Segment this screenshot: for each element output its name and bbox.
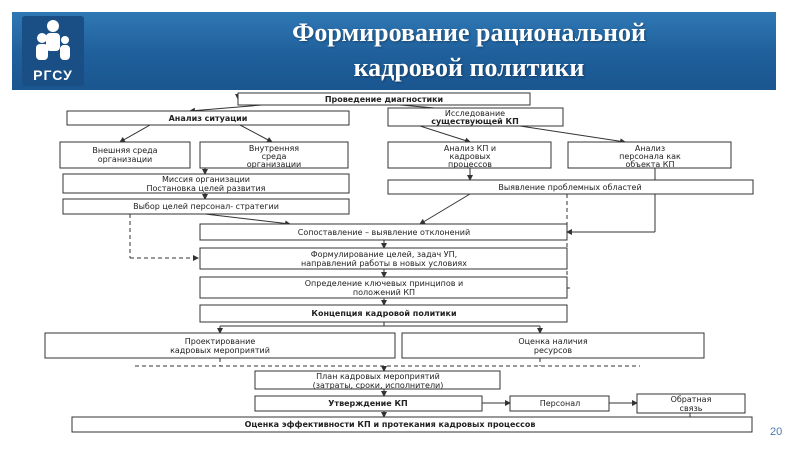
svg-text:кадровых мероприятий: кадровых мероприятий <box>170 346 270 355</box>
svg-text:среда: среда <box>262 152 287 161</box>
node-approval: Утверждение КП <box>254 395 483 412</box>
svg-text:Утверждение КП: Утверждение КП <box>328 399 407 408</box>
header-banner: РГСУ Формирование рациональной кадровой … <box>12 12 776 90</box>
dashed-connectors <box>129 194 640 372</box>
svg-text:существующей КП: существующей КП <box>431 117 519 126</box>
node-mission: Миссия организации Постановка целей разв… <box>62 173 350 194</box>
svg-text:Проведение диагностики: Проведение диагностики <box>325 95 443 104</box>
svg-text:организации: организации <box>98 155 153 164</box>
node-research: Исследование существующей КП <box>387 107 564 127</box>
node-problems: Выявление проблемных областей <box>387 179 754 195</box>
svg-text:Анализ КП и: Анализ КП и <box>444 144 496 153</box>
svg-text:Концепция кадровой политики: Концепция кадровой политики <box>311 309 456 318</box>
node-staff-analysis: Анализ персонала как объекта КП <box>567 141 732 169</box>
people-icon <box>36 20 70 60</box>
node-feedback: Обратная связь <box>636 393 746 414</box>
rgsu-logo: РГСУ <box>22 16 84 86</box>
svg-text:Персонал: Персонал <box>540 399 581 408</box>
node-diagnostics: Проведение диагностики <box>237 92 531 106</box>
svg-text:Выявление проблемных областей: Выявление проблемных областей <box>498 183 641 192</box>
svg-text:Анализ: Анализ <box>635 144 665 153</box>
svg-text:План кадровых мероприятий: План кадровых мероприятий <box>316 372 440 381</box>
svg-text:Оценка эффективности КП и прот: Оценка эффективности КП и протекания кад… <box>245 420 536 429</box>
svg-text:Оценка наличия: Оценка наличия <box>518 337 588 346</box>
svg-text:кадровых: кадровых <box>449 152 490 161</box>
node-situation-analysis: Анализ ситуации <box>66 110 350 126</box>
svg-text:Миссия организации: Миссия организации <box>162 175 250 184</box>
node-external-env: Внешняя среда организации <box>59 141 191 169</box>
node-plan: План кадровых мероприятий (затраты, срок… <box>254 370 501 390</box>
node-resources: Оценка наличия ресурсов <box>401 332 705 359</box>
logo-text: РГСУ <box>33 67 73 83</box>
node-evaluation: Оценка эффективности КП и протекания кад… <box>71 416 753 433</box>
node-strategy: Выбор целей персонал- стратегии <box>62 198 350 215</box>
node-design: Проектирование кадровых мероприятий <box>44 332 396 359</box>
svg-text:Формулирование целей, задач УП: Формулирование целей, задач УП, <box>311 250 457 259</box>
svg-text:Исследование: Исследование <box>445 109 505 118</box>
svg-text:Сопоставление – выявление откл: Сопоставление – выявление отклонений <box>298 228 470 237</box>
svg-text:Проектирование: Проектирование <box>185 337 256 346</box>
node-kp-analysis: Анализ КП и кадровых процессов <box>387 141 552 169</box>
svg-text:Обратная: Обратная <box>671 395 712 404</box>
svg-text:Анализ ситуации: Анализ ситуации <box>169 114 248 123</box>
title-line-2: кадровой политики <box>353 53 585 82</box>
node-internal-env: Внутренняя среда организации <box>199 141 349 169</box>
svg-text:положений КП: положений КП <box>353 288 415 297</box>
page-title: Формирование рациональной кадровой полит… <box>162 15 776 85</box>
node-concept: Концепция кадровой политики <box>199 304 568 323</box>
svg-text:персонала как: персонала как <box>619 152 681 161</box>
svg-text:Выбор целей персонал- стратеги: Выбор целей персонал- стратегии <box>133 202 279 211</box>
svg-text:(затраты, сроки, исполнители): (затраты, сроки, исполнители) <box>313 381 444 390</box>
svg-text:организации: организации <box>247 160 302 169</box>
svg-text:направлений работы в новых усл: направлений работы в новых условиях <box>301 259 467 268</box>
svg-text:ресурсов: ресурсов <box>534 346 573 355</box>
node-compare: Сопоставление – выявление отклонений <box>199 223 568 241</box>
svg-text:Внутренняя: Внутренняя <box>249 144 299 153</box>
svg-text:процессов: процессов <box>448 160 492 169</box>
svg-text:Определение ключевых принципов: Определение ключевых принципов и <box>305 279 464 288</box>
svg-text:Постановка целей развития: Постановка целей развития <box>147 184 266 193</box>
svg-text:объекта КП: объекта КП <box>625 160 674 169</box>
page-number: 20 <box>770 426 783 438</box>
node-goals: Формулирование целей, задач УП, направле… <box>199 247 568 270</box>
svg-text:Внешняя среда: Внешняя среда <box>92 146 157 155</box>
svg-text:связь: связь <box>680 404 703 413</box>
title-line-1: Формирование рациональной <box>292 18 646 47</box>
node-personnel: Персонал <box>509 395 610 412</box>
node-principles: Определение ключевых принципов и положен… <box>199 276 568 299</box>
